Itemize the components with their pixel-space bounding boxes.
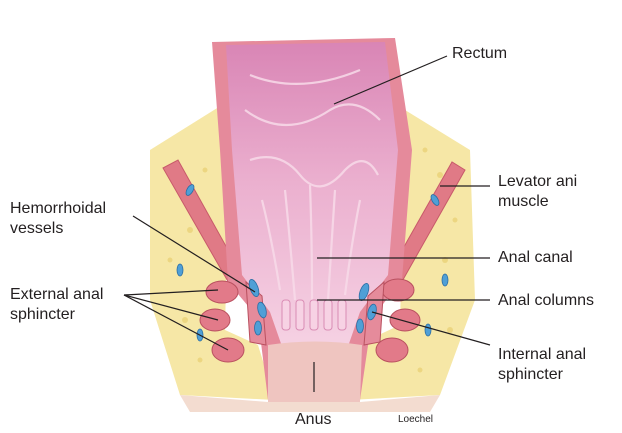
label-anal-canal: Anal canal (498, 248, 573, 267)
label-external-line2: sphincter (10, 305, 75, 324)
label-levator-ani-line2: muscle (498, 192, 549, 211)
anal-verge (268, 342, 362, 403)
label-internal-line1: Internal anal (498, 345, 586, 364)
label-anus: Anus (295, 410, 331, 429)
label-rectum: Rectum (452, 44, 507, 63)
label-levator-ani-line1: Levator ani (498, 172, 577, 191)
label-hemorrhoidal-line2: vessels (10, 219, 63, 238)
label-anal-columns: Anal columns (498, 291, 594, 310)
label-hemorrhoidal-line1: Hemorrhoidal (10, 199, 106, 218)
artist-signature: Loechel (398, 414, 433, 425)
label-internal-line2: sphincter (498, 365, 563, 384)
label-external-line1: External anal (10, 285, 103, 304)
